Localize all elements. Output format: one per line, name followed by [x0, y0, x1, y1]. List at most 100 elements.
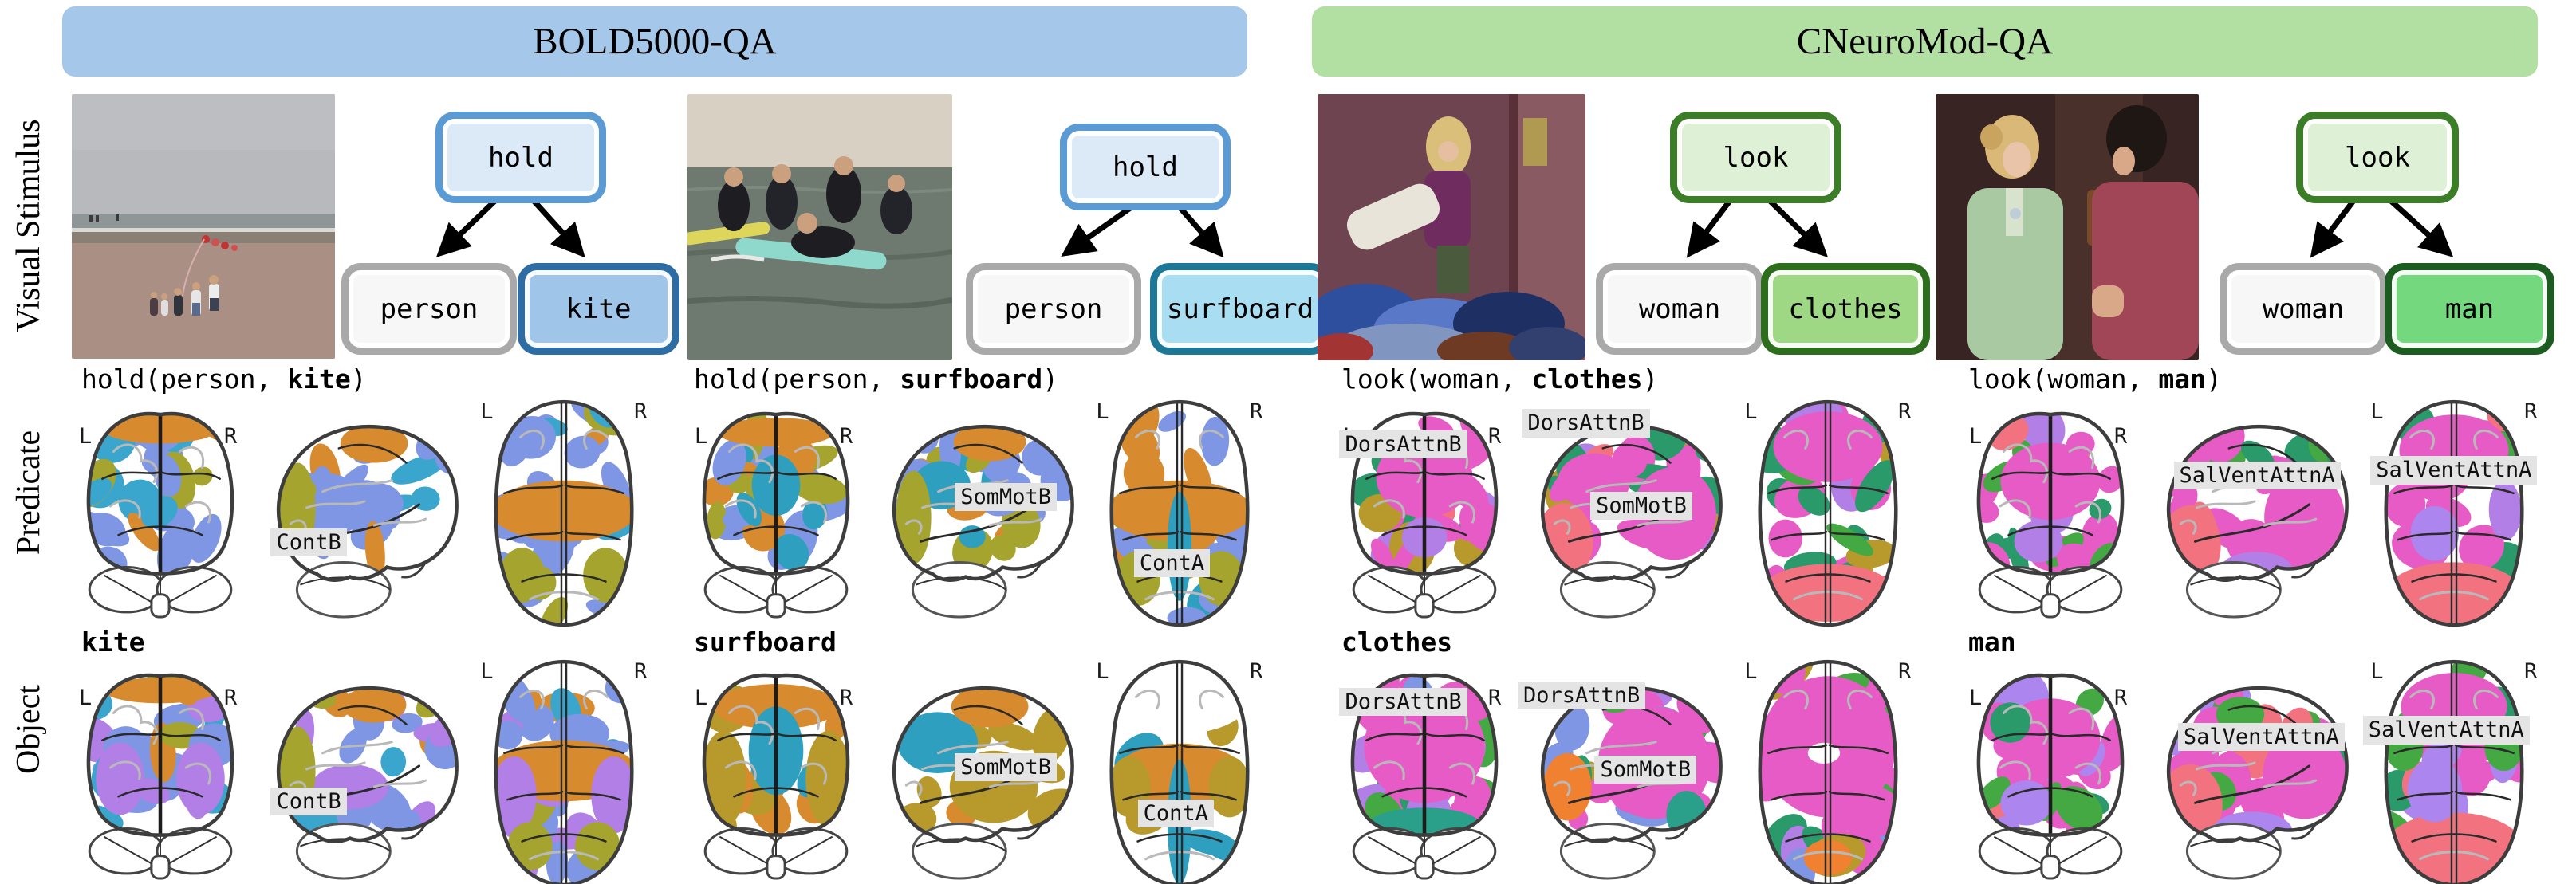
beach-scene-art [72, 94, 335, 359]
tree-node-verb: hold [1060, 124, 1231, 210]
brain-region-label: DorsAttnB [1339, 688, 1467, 717]
brain-map-svg [2384, 659, 2524, 884]
predicate-title-3: look(woman, clothes) [1341, 363, 1659, 395]
brain-map-svg [276, 686, 459, 880]
hemisphere-label-right: R [1250, 399, 1263, 424]
brain-region-label: SomMotB [1594, 755, 1697, 784]
object-title-1: kite [81, 627, 145, 658]
tree-node-object: man [2385, 263, 2554, 355]
brain-map-svg [2166, 686, 2349, 880]
node-label: person [1004, 293, 1103, 325]
brain-region-label: SalVentAttnA [2173, 461, 2341, 489]
brain-map-svg [892, 424, 1074, 619]
row-label-object: Object [10, 685, 47, 774]
brain-region-label: ContA [1137, 799, 1214, 827]
tree-node-verb: look [1670, 112, 1841, 203]
hemisphere-label-left: L [1744, 658, 1758, 684]
tree-node-subject: woman [1596, 263, 1763, 355]
node-label: look [2345, 141, 2410, 174]
brain-region-label: SalVentAttnA [2177, 722, 2345, 751]
hemisphere-label-left: L [694, 686, 708, 711]
brain-map-svg [1976, 411, 2125, 619]
hemisphere-label-right: R [634, 399, 648, 424]
panel-title: CNeuroMod-QA [1796, 21, 2054, 62]
object-title-4: man [1968, 627, 2016, 658]
tree-node-subject: person [341, 263, 517, 355]
tree-node-object: surfboard [1150, 263, 1330, 355]
hemisphere-label-right: R [839, 686, 853, 711]
brain-map-svg [1758, 399, 1898, 627]
hemisphere-label-right: R [223, 686, 238, 711]
brain-map-svg [702, 673, 850, 880]
brain-map-svg [2166, 424, 2349, 619]
hemisphere-label-left: L [1096, 399, 1109, 424]
scene-graph-hold-kite: hold person kite [338, 94, 723, 359]
node-label: person [380, 293, 479, 325]
brain-map-svg [1976, 673, 2125, 880]
surf-scene-art [687, 94, 952, 360]
node-label: look [1723, 141, 1789, 174]
hemisphere-label-right: R [1487, 424, 1502, 450]
brain-map-svg [1109, 659, 1250, 884]
row-label-predicate: Predicate [10, 430, 47, 556]
node-label: surfboard [1166, 293, 1314, 325]
scene-graph-hold-surfboard: hold person surfboard [957, 94, 1349, 359]
predicate-title-4: look(woman, man) [1968, 363, 2222, 395]
stimulus-photo-woman-clothes [1318, 94, 1585, 360]
node-label: hold [488, 141, 553, 174]
hemisphere-label-right: R [2113, 424, 2128, 450]
panel-header-cneuromod: CNeuroMod-QA [1312, 6, 2538, 77]
predicate-title-2: hold(person, surfboard) [694, 363, 1058, 395]
hemisphere-label-left: L [1096, 658, 1109, 684]
conversation-scene-art [1936, 94, 2199, 360]
brain-map-svg [702, 411, 850, 619]
stimulus-photo-woman-man [1936, 94, 2199, 360]
brain-lateral-view: DorsAttnB SomMotB [1518, 666, 1731, 883]
brain-map-svg [86, 411, 234, 619]
brain-region-label: ContA [1133, 548, 1211, 577]
stimulus-photo-surfers [687, 94, 952, 360]
brain-posterior-view: LRDorsAttnB [1336, 405, 1513, 620]
brain-region-label: DorsAttnB [1522, 409, 1650, 438]
brain-lateral-view: SalVentAttnA [2144, 405, 2357, 622]
hemisphere-label-left: L [480, 399, 494, 424]
hemisphere-label-right: R [2113, 686, 2128, 711]
clothes-scene-art [1318, 94, 1585, 360]
tree-node-verb: look [2296, 112, 2459, 203]
brain-region-label: ContB [270, 528, 347, 557]
stimulus-photo-beach-kite [72, 94, 335, 359]
brain-map-svg [1109, 399, 1250, 627]
brain-dorsal-view: L R ContA [1085, 652, 1274, 884]
hemisphere-label-left: L [78, 686, 93, 711]
brain-region-label: SalVentAttnA [2370, 456, 2538, 485]
brain-lateral-view: SalVentAttnA [2144, 666, 2357, 883]
brain-dorsal-view: L R ContA [1085, 392, 1274, 630]
brain-region-label: SalVentAttnA [2362, 716, 2530, 745]
brain-lateral-view: SomMotB [869, 666, 1083, 883]
brain-map-svg [494, 399, 634, 627]
hemisphere-label-left: L [1744, 399, 1758, 424]
tree-node-object: clothes [1761, 263, 1930, 355]
tree-node-subject: woman [2220, 263, 2387, 355]
hemisphere-label-right: R [1250, 658, 1263, 684]
hemisphere-label-right: R [1487, 686, 1502, 711]
brain-region-label: SomMotB [955, 752, 1057, 781]
brain-lateral-view: ContB [254, 666, 467, 883]
hemisphere-label-left: L [1968, 424, 1983, 450]
hemisphere-label-left: L [1968, 686, 1983, 711]
brain-map-svg [2384, 399, 2524, 627]
brain-posterior-view: LRDorsAttnB [1336, 666, 1513, 882]
brain-map-svg [86, 673, 234, 880]
tree-node-subject: person [966, 263, 1141, 355]
hemisphere-label-left: L [2370, 658, 2384, 684]
brain-region-label: DorsAttnB [1518, 682, 1646, 710]
node-label: hold [1113, 151, 1178, 183]
